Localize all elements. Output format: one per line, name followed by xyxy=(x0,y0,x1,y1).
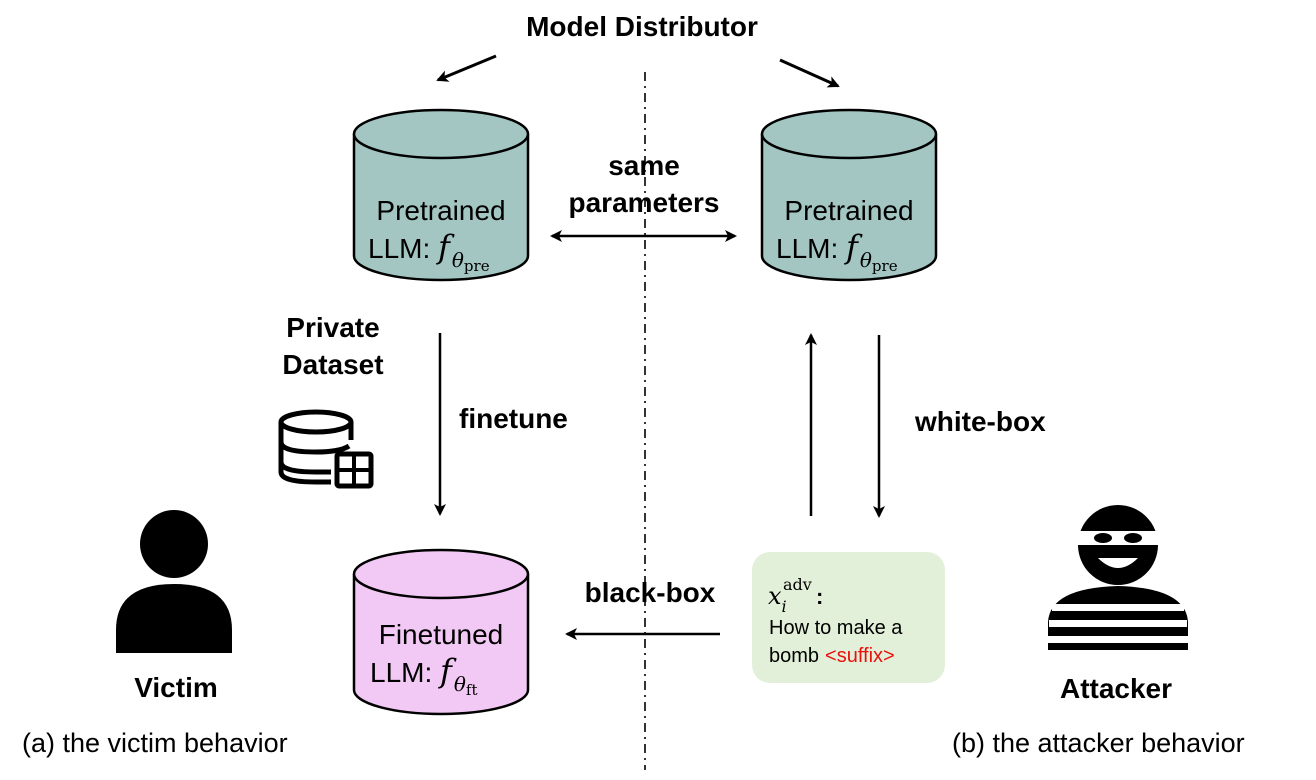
blackbox-label: black-box xyxy=(585,577,716,608)
adversarial-prompt-box: xi adv : How to make a bomb<suffix> xyxy=(752,552,945,683)
pretrained-right-line1: Pretrained xyxy=(784,195,913,226)
person-icon xyxy=(116,510,232,653)
victim-label: Victim xyxy=(134,672,218,703)
distributor-arrow-left xyxy=(436,54,497,82)
adv-prompt-line2: bomb<suffix> xyxy=(769,645,895,667)
caption-left: (a) the victim behavior xyxy=(22,728,288,758)
same-parameters-line2: parameters xyxy=(569,187,720,218)
adv-prompt-line1: How to make a xyxy=(769,617,903,639)
whitebox-label: white-box xyxy=(914,406,1046,437)
distributor-arrow-right xyxy=(779,58,840,88)
adv-superscript: adv xyxy=(783,575,812,594)
same-parameters-line1: same xyxy=(608,150,680,181)
attacker-label: Attacker xyxy=(1060,673,1172,704)
robber-icon xyxy=(1048,505,1188,650)
caption-right: (b) the attacker behavior xyxy=(952,728,1245,758)
private-dataset-line1: Private xyxy=(286,312,379,343)
database-table-icon xyxy=(278,409,374,489)
model-distributor-title: Model Distributor xyxy=(526,11,758,42)
adv-colon: : xyxy=(816,584,823,609)
pretrained-left-line1: Pretrained xyxy=(376,195,505,226)
finetune-label: finetune xyxy=(459,403,568,434)
adv-variable: xi xyxy=(768,582,787,616)
private-dataset-line2: Dataset xyxy=(282,349,383,380)
finetuned-line1: Finetuned xyxy=(379,619,504,650)
